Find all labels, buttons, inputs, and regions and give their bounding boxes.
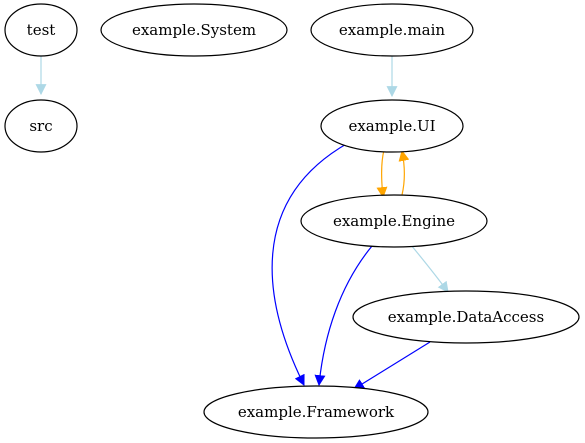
node-example-ui-label: example.UI — [348, 117, 435, 135]
node-example-main-shape — [310, 3, 474, 57]
edge-ui-to-engine — [376, 149, 388, 199]
node-example-system[interactable]: example.System — [100, 3, 288, 57]
node-example-dataaccess-shape — [352, 290, 580, 344]
node-test-label: test — [27, 21, 56, 39]
node-example-engine-shape — [300, 194, 488, 248]
node-test-shape — [4, 3, 78, 57]
node-example-system-label: example.System — [132, 21, 256, 39]
nodes: test src example.System example.main exa… — [4, 3, 580, 439]
node-src-shape — [4, 99, 78, 153]
edge-ui-to-framework — [271, 142, 349, 386]
node-example-ui[interactable]: example.UI — [320, 99, 464, 153]
edge-dataaccess-to-framework — [353, 341, 431, 390]
node-test[interactable]: test — [4, 3, 78, 57]
node-src[interactable]: src — [4, 99, 78, 153]
node-example-engine[interactable]: example.Engine — [300, 194, 488, 248]
edge-engine-to-framework — [314, 245, 373, 387]
edge-engine-to-ui — [398, 149, 410, 196]
node-example-dataaccess[interactable]: example.DataAccess — [352, 290, 580, 344]
node-example-main[interactable]: example.main — [310, 3, 474, 57]
node-src-label: src — [29, 117, 52, 135]
node-example-dataaccess-label: example.DataAccess — [388, 308, 544, 326]
node-example-framework[interactable]: example.Framework — [203, 385, 429, 439]
node-example-ui-shape — [320, 99, 464, 153]
node-example-main-label: example.main — [339, 21, 446, 39]
node-example-system-shape — [100, 3, 288, 57]
edges — [35, 56, 449, 390]
node-example-engine-label: example.Engine — [333, 212, 455, 230]
node-example-framework-label: example.Framework — [238, 403, 395, 421]
node-example-framework-shape — [203, 385, 429, 439]
edge-engine-to-dataaccess — [410, 244, 449, 293]
